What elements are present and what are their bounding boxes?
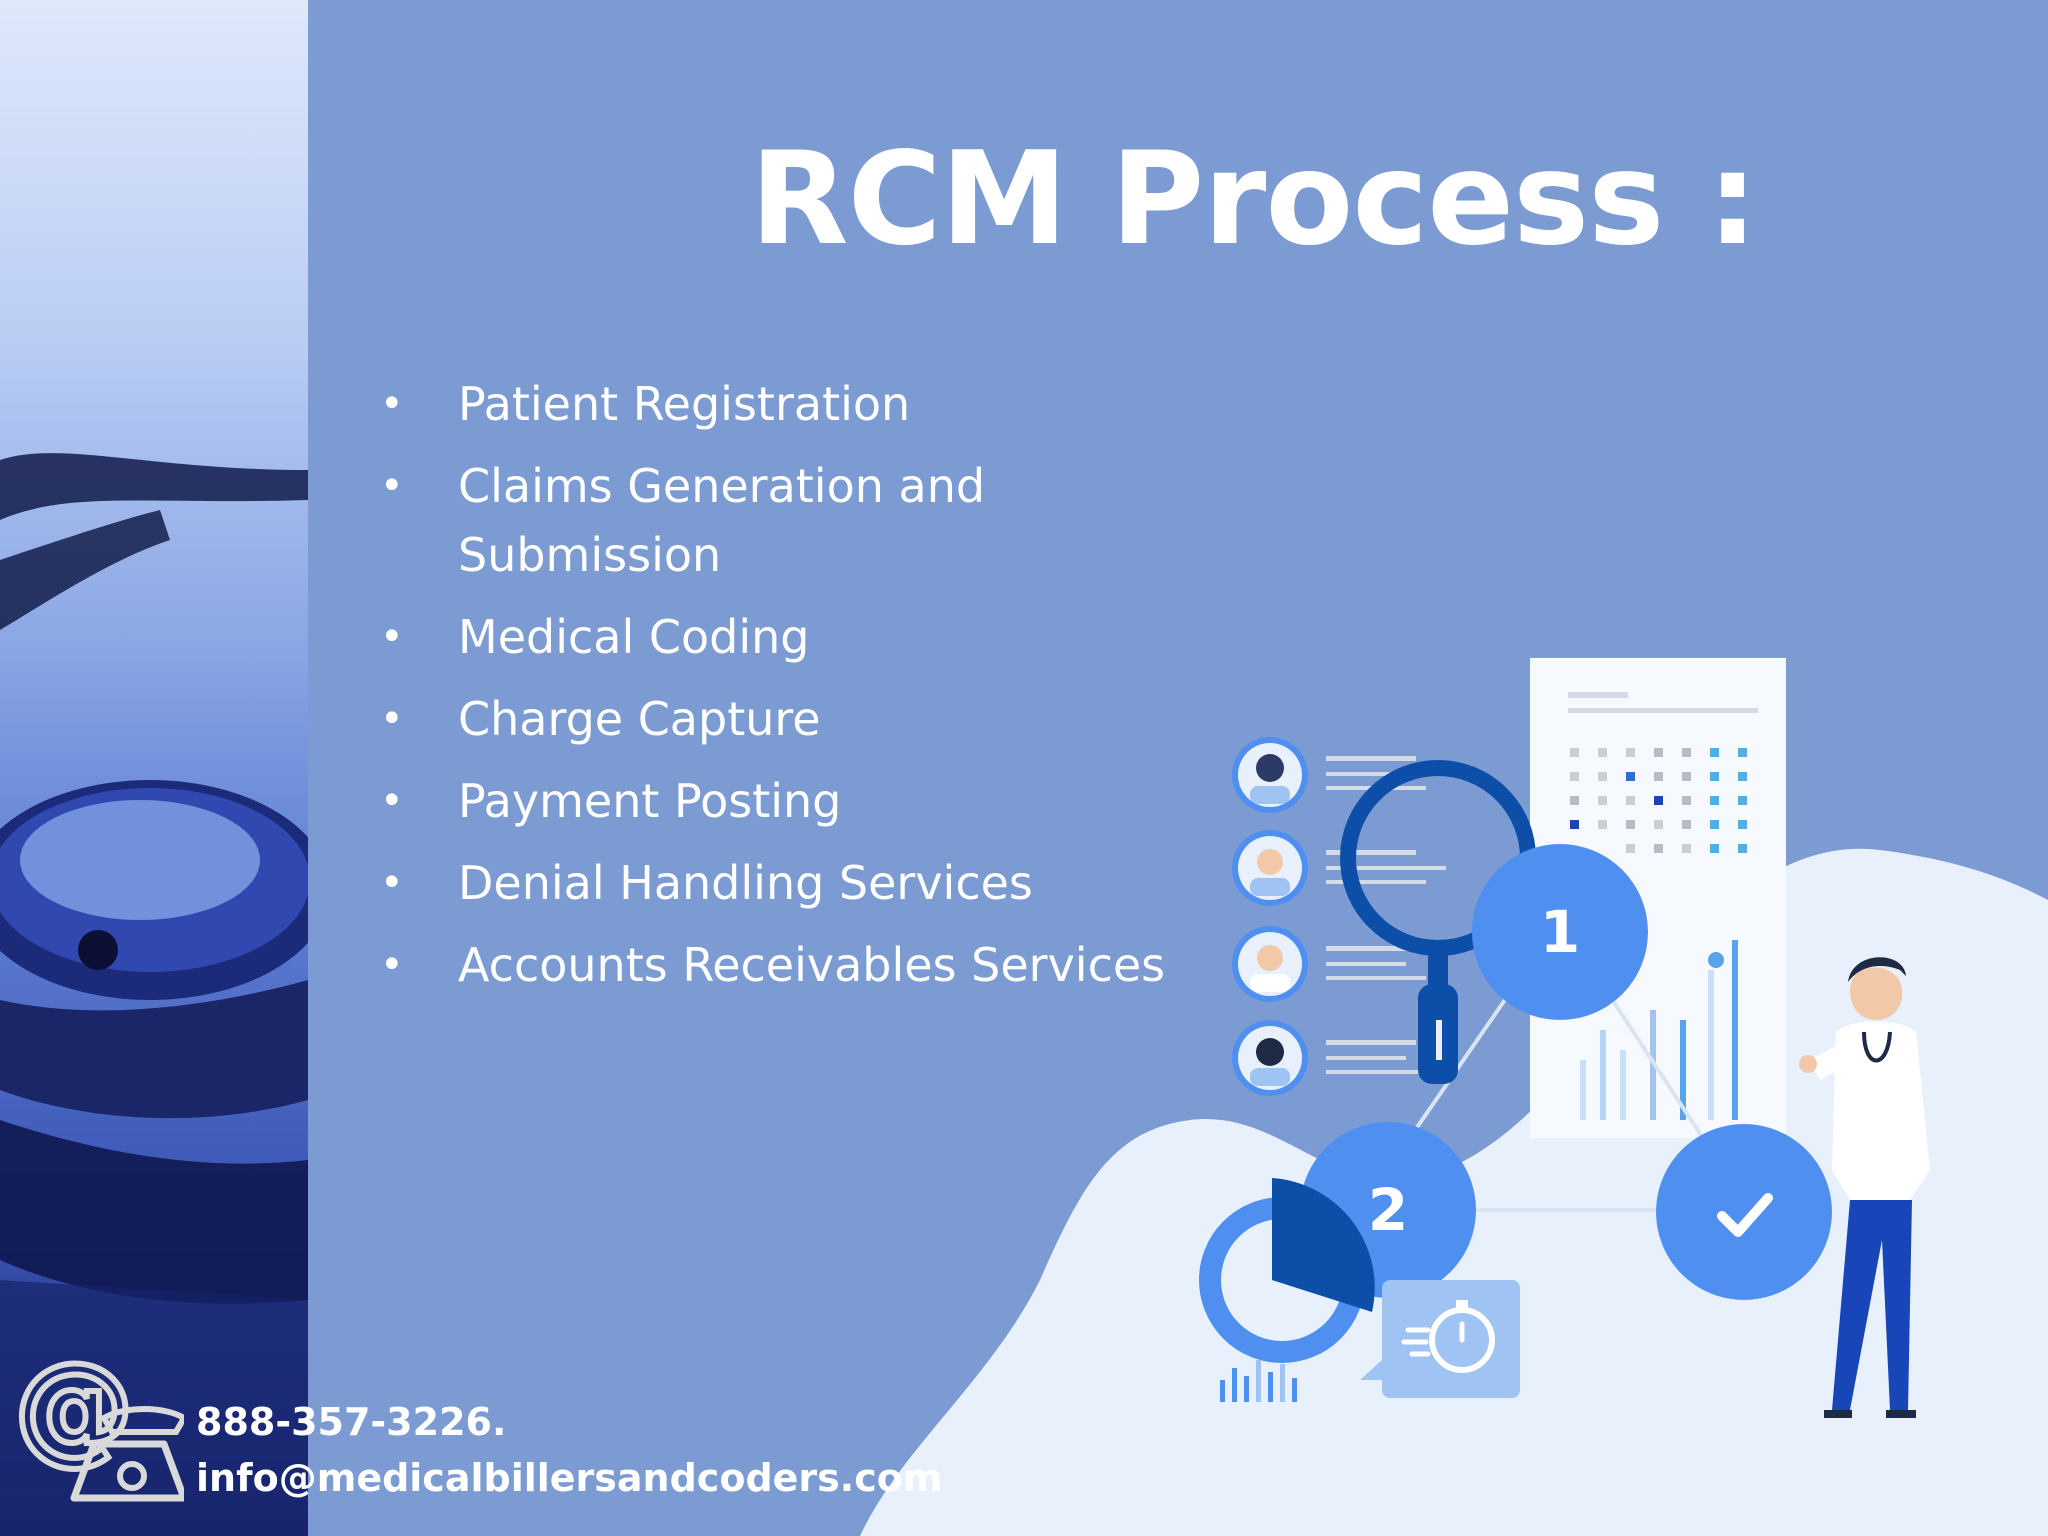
list-item: • Accounts Receivables Services xyxy=(372,931,1192,1000)
list-item-text: Charge Capture xyxy=(458,692,821,746)
list-item-text: Claims Generation and Submission xyxy=(458,459,986,582)
stethoscope-image xyxy=(0,453,308,1536)
list-item-text: Patient Registration xyxy=(458,377,911,431)
list-item: • Claims Generation and Submission xyxy=(372,452,1192,590)
contact-email-phone-icon: @ xyxy=(14,1348,184,1502)
process-triangle xyxy=(1356,916,1754,1212)
step-one-circle xyxy=(1472,844,1648,1020)
list-item-text: Payment Posting xyxy=(458,774,842,828)
mini-bar-chart xyxy=(1220,1360,1297,1402)
stethoscope-photo xyxy=(0,0,308,1536)
bullet-dot: • xyxy=(380,381,404,427)
bullet-list: • Patient Registration • Claims Generation… xyxy=(372,370,1192,1013)
bullet-dot: • xyxy=(380,696,404,742)
slide-title: RCM Process : xyxy=(750,125,1758,274)
list-item: • Payment Posting xyxy=(372,767,1192,836)
list-item-text: Medical Coding xyxy=(458,610,810,664)
bullet-dot: • xyxy=(380,860,404,906)
contact-block: @ 888-357-3226. info@medicalbillersandco… xyxy=(14,1348,942,1518)
list-item: • Denial Handling Services xyxy=(372,849,1192,918)
stopwatch-icon xyxy=(1360,1280,1520,1398)
donut-chart-icon xyxy=(1199,1178,1375,1363)
list-item-text: Denial Handling Services xyxy=(458,856,1033,910)
list-item: • Patient Registration xyxy=(372,370,1192,439)
list-item: • Medical Coding xyxy=(372,603,1192,672)
doctor-figure xyxy=(1799,957,1930,1418)
avatar-list xyxy=(1232,737,1308,1096)
step-one-label: 1 xyxy=(1540,898,1580,966)
contact-phone[interactable]: 888-357-3226. xyxy=(196,1400,507,1444)
check-circle xyxy=(1656,1124,1832,1300)
list-item: • Charge Capture xyxy=(372,685,1192,754)
checkmark-icon xyxy=(1717,1193,1773,1237)
contact-email-link[interactable]: info@medicalbillersandcoders.com xyxy=(196,1456,943,1500)
bullet-dot: • xyxy=(380,463,404,509)
rcm-illustration: 1 2 xyxy=(1199,658,1930,1418)
bullet-dot: • xyxy=(380,942,404,988)
bullet-dot: • xyxy=(380,614,404,660)
bullet-dot: • xyxy=(380,778,404,824)
report-grid xyxy=(1570,748,1747,853)
step-two-label: 2 xyxy=(1368,1176,1408,1244)
list-item-text: Accounts Receivables Services xyxy=(458,938,1166,992)
